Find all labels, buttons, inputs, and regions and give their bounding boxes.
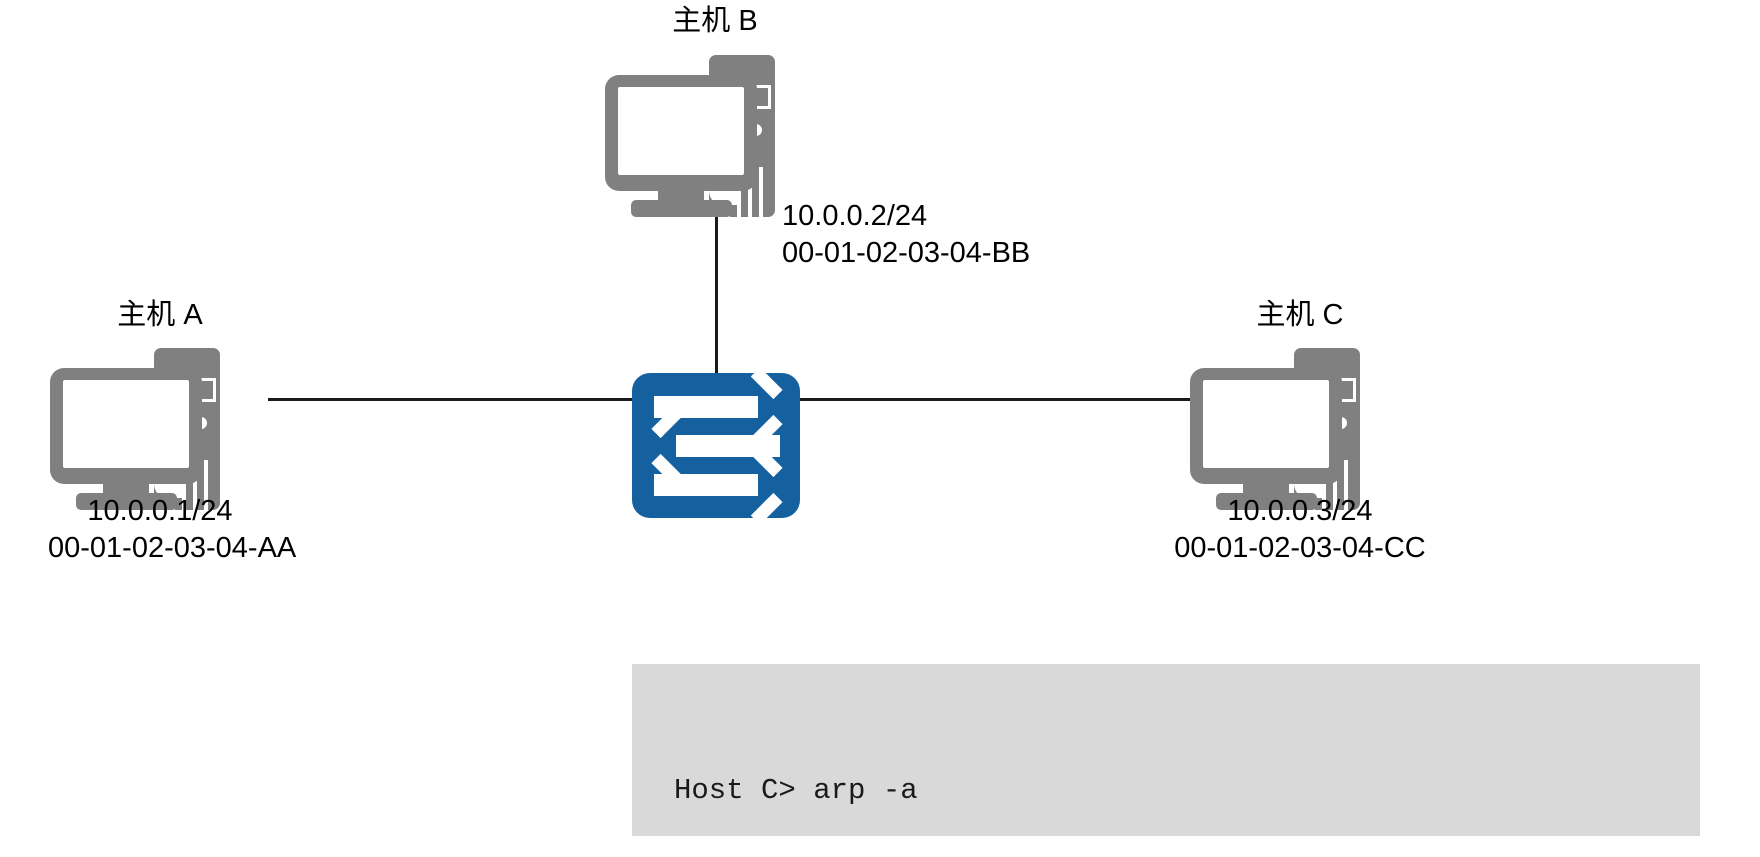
host-b-title: 主机 B [672,5,758,37]
monitor-screen [1203,380,1329,468]
terminal-line-command: Host C> arp -a [674,774,918,807]
host-a-title: 主机 A [117,299,203,331]
monitor-neck [1243,484,1289,494]
host-b-ip-label: 10.0.0.2/24 [782,200,928,232]
monitor-frame [50,368,202,484]
case-vents-icon [1311,460,1357,510]
host-c-mac-label: 00-01-02-03-04-CC [1174,532,1426,564]
arp-terminal-output: Host C> arp -a Internet address Physical… [632,664,1700,836]
monitor-neck [658,191,704,201]
link-host-b-to-switch [715,176,718,376]
host-b-address-labels: 10.0.0.2/24 00-01-02-03-04-BB [782,198,1030,272]
monitor-neck [103,484,149,494]
host-c-computer-icon [1190,348,1410,511]
host-c-address-labels: 10.0.0.3/24 00-01-02-03-04-CC [1018,493,1582,567]
link-switch-to-host-c [800,398,1190,401]
monitor-screen [63,380,189,468]
monitor-base [631,200,732,217]
host-a-ip-label: 10.0.0.1/24 [87,495,233,527]
host-c-ip-label: 10.0.0.3/24 [1227,495,1373,527]
monitor-frame [1190,368,1342,484]
host-b-mac-label: 00-01-02-03-04-BB [782,237,1031,269]
monitor-frame [605,75,757,191]
host-b-computer-icon [605,55,825,218]
host-c-title: 主机 C [1256,299,1344,331]
host-a-address-labels: 10.0.0.1/24 00-01-02-03-04-AA [48,493,297,567]
monitor-base [76,493,177,510]
link-host-a-to-switch [268,398,634,401]
host-a-mac-label: 00-01-02-03-04-AA [48,532,297,564]
case-vents-icon [171,460,217,510]
case-vents-icon [726,167,772,217]
monitor-base [1216,493,1317,510]
switch-arrow-right-bottom [654,445,783,525]
host-a-computer-icon [50,348,270,511]
network-switch-icon[interactable] [632,367,800,525]
monitor-screen [618,87,744,175]
